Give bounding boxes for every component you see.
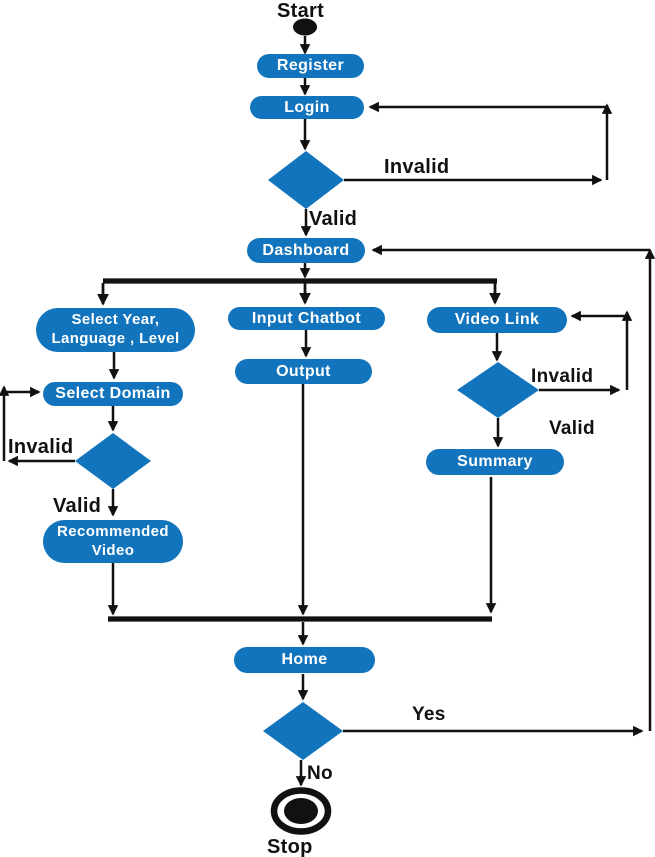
node-video-link-label: Video Link bbox=[454, 311, 540, 328]
decision-login bbox=[268, 151, 344, 209]
decision-domain bbox=[75, 433, 151, 489]
node-recommended-video: Recommended Video bbox=[43, 520, 183, 563]
home-no-label: No bbox=[307, 763, 333, 784]
start-label: Start bbox=[277, 0, 325, 22]
node-login: Login bbox=[250, 96, 364, 119]
node-output: Output bbox=[235, 359, 372, 384]
node-login-label: Login bbox=[284, 98, 330, 116]
node-select-domain: Select Domain bbox=[43, 382, 183, 406]
stop-node-core bbox=[284, 798, 318, 824]
node-video-link: Video Link bbox=[427, 307, 567, 333]
node-summary-label: Summary bbox=[457, 453, 533, 470]
node-register: Register bbox=[257, 54, 364, 78]
node-home-label: Home bbox=[281, 651, 328, 668]
node-summary: Summary bbox=[426, 449, 564, 475]
domain-valid-label: Valid bbox=[53, 495, 102, 517]
video-valid-label: Valid bbox=[549, 418, 595, 439]
video-invalid-label: Invalid bbox=[531, 366, 594, 387]
login-valid-label: Valid bbox=[309, 208, 358, 230]
node-dashboard: Dashboard bbox=[247, 238, 365, 263]
node-input-chatbot-label: Input Chatbot bbox=[251, 309, 362, 327]
node-register-label: Register bbox=[276, 57, 345, 74]
stop-node-ring bbox=[270, 787, 332, 835]
node-recommended-video-line2: Video bbox=[91, 541, 135, 559]
home-yes-label: Yes bbox=[412, 704, 446, 725]
node-recommended-video-line1: Recommended bbox=[57, 522, 169, 540]
node-select-year: Select Year, Language , Level bbox=[36, 308, 195, 352]
node-select-year-line2: Language , Level bbox=[51, 330, 180, 347]
node-home: Home bbox=[234, 647, 375, 673]
decision-home bbox=[263, 702, 343, 760]
node-select-domain-label: Select Domain bbox=[55, 385, 171, 402]
node-output-label: Output bbox=[276, 362, 331, 380]
decision-video bbox=[457, 362, 539, 418]
start-node bbox=[293, 18, 317, 36]
node-select-year-line1: Select Year, bbox=[71, 311, 160, 329]
stop-label: Stop bbox=[267, 836, 313, 857]
login-invalid-label: Invalid bbox=[384, 156, 450, 178]
node-input-chatbot: Input Chatbot bbox=[228, 307, 385, 330]
domain-invalid-label: Invalid bbox=[8, 436, 74, 458]
node-dashboard-label: Dashboard bbox=[262, 241, 350, 259]
